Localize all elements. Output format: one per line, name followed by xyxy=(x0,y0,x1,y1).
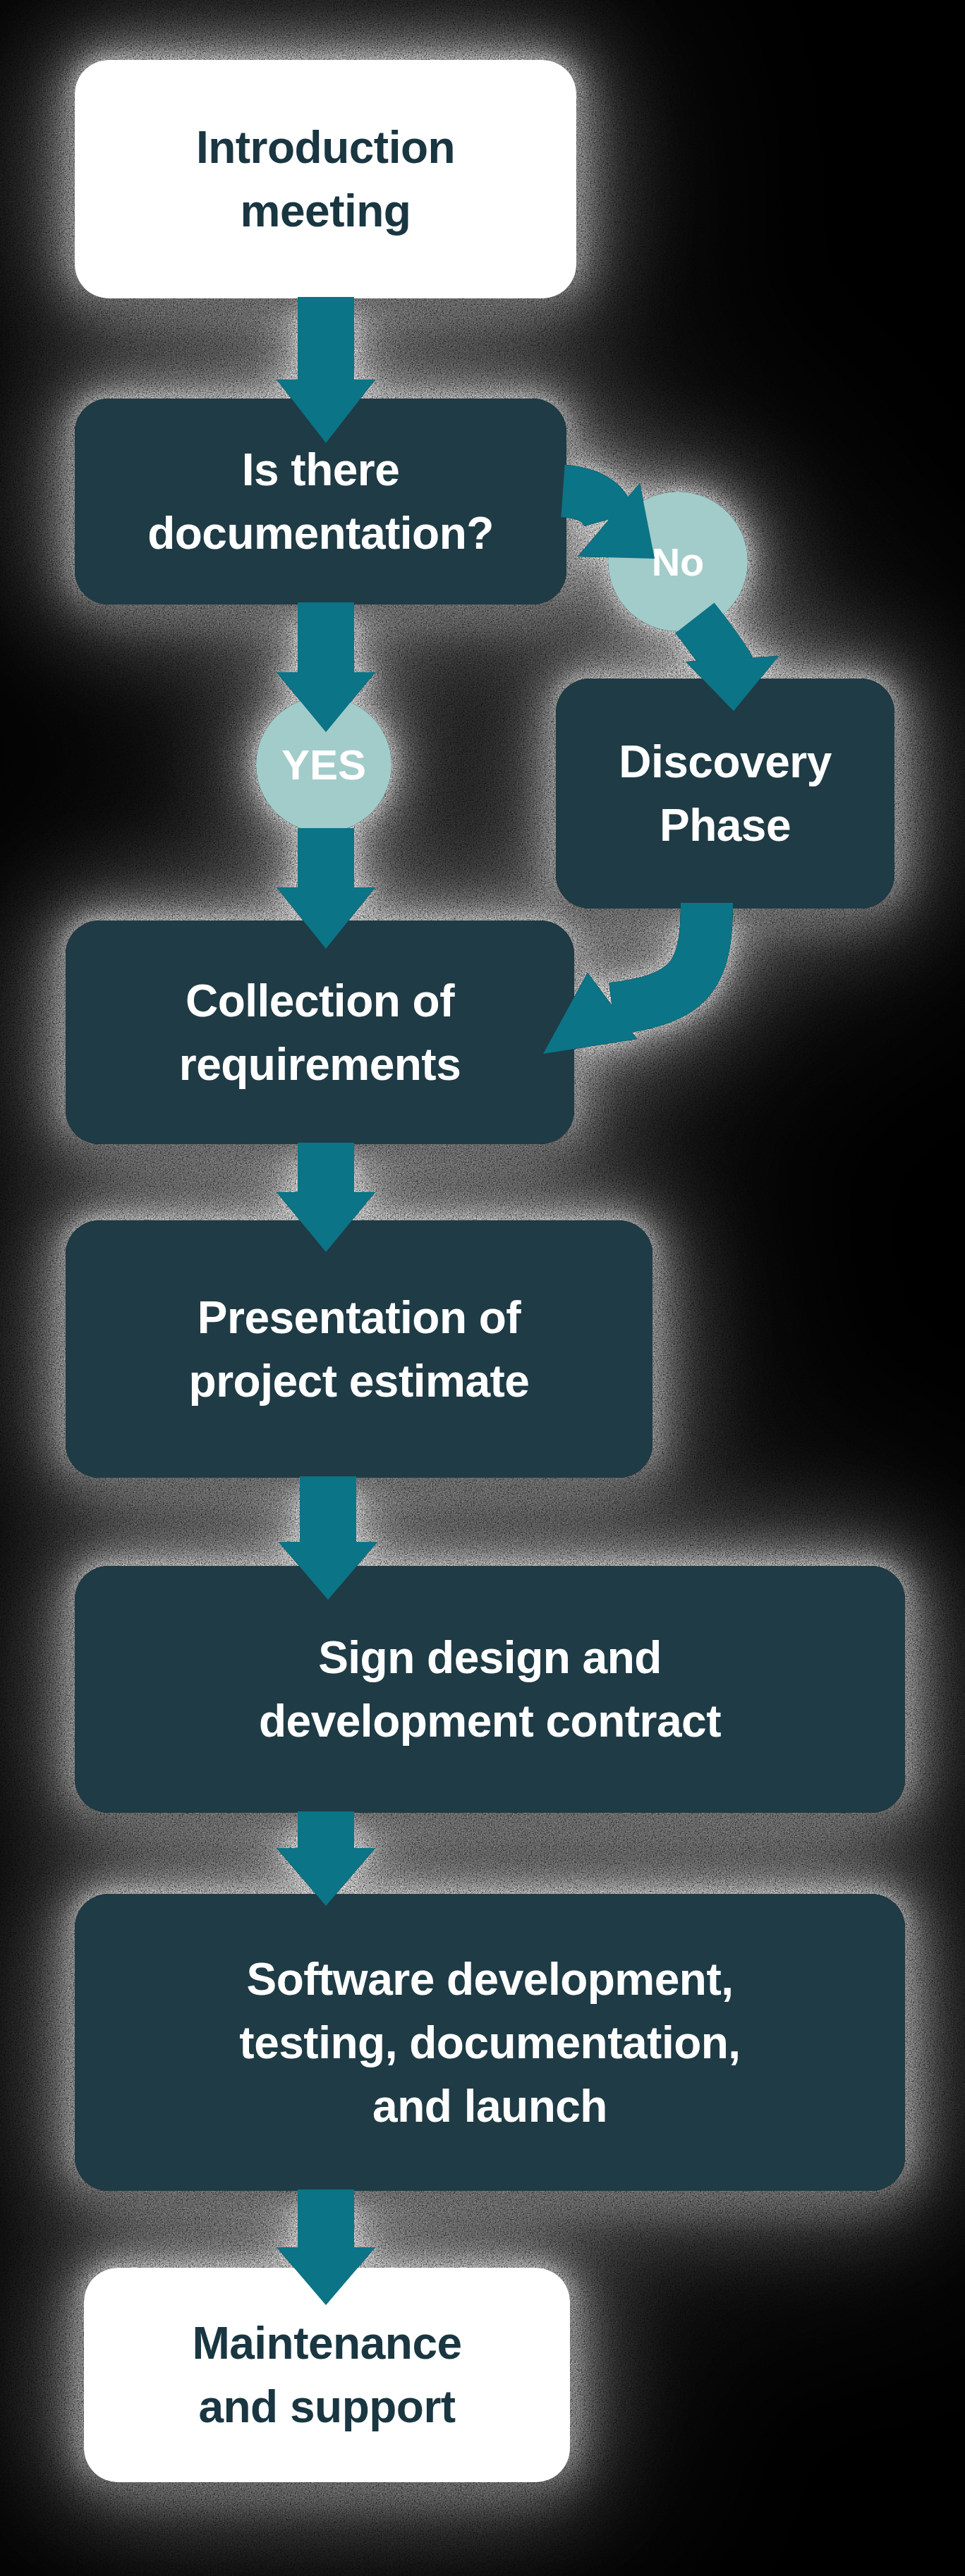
node-presentation-of-project-estimate: Presentation of project estimate xyxy=(66,1220,653,1478)
node-sign-design-and-development-contract: Sign design and development contract xyxy=(75,1566,905,1813)
node-introduction-meeting: Introduction meeting xyxy=(75,60,576,298)
node-label-line: Phase xyxy=(660,794,791,857)
node-maintenance-and-support: Maintenance and support xyxy=(84,2268,570,2482)
node-label-line: documentation? xyxy=(147,502,494,565)
node-label-line: Maintenance xyxy=(192,2311,461,2375)
node-is-there-documentation: Is there documentation? xyxy=(75,399,566,604)
decision-badge-no: No xyxy=(608,492,748,631)
node-label-line: Presentation of xyxy=(198,1286,521,1349)
node-label-line: requirements xyxy=(179,1033,461,1096)
node-label-line: testing, documentation, xyxy=(239,2011,740,2074)
decision-label: YES xyxy=(281,741,366,789)
node-label-line: meeting xyxy=(241,179,411,243)
node-label-line: and support xyxy=(198,2375,455,2438)
node-label-line: and launch xyxy=(372,2074,607,2138)
node-label-line: Sign design and xyxy=(318,1626,662,1689)
decision-badge-yes: YES xyxy=(256,697,392,832)
node-label-line: Discovery xyxy=(619,730,831,794)
node-label-line: Introduction xyxy=(196,116,455,179)
node-collection-of-requirements: Collection of requirements xyxy=(66,921,574,1144)
node-discovery-phase: Discovery Phase xyxy=(556,679,894,909)
node-label-line: Collection of xyxy=(186,969,454,1033)
node-label-line: Is there xyxy=(242,438,400,502)
node-label-line: project estimate xyxy=(189,1349,530,1413)
decision-label: No xyxy=(652,539,705,585)
node-label-line: Software development, xyxy=(246,1948,733,2011)
node-software-development-testing-documentation-launch: Software development, testing, documenta… xyxy=(75,1894,905,2191)
node-label-line: development contract xyxy=(259,1689,721,1753)
